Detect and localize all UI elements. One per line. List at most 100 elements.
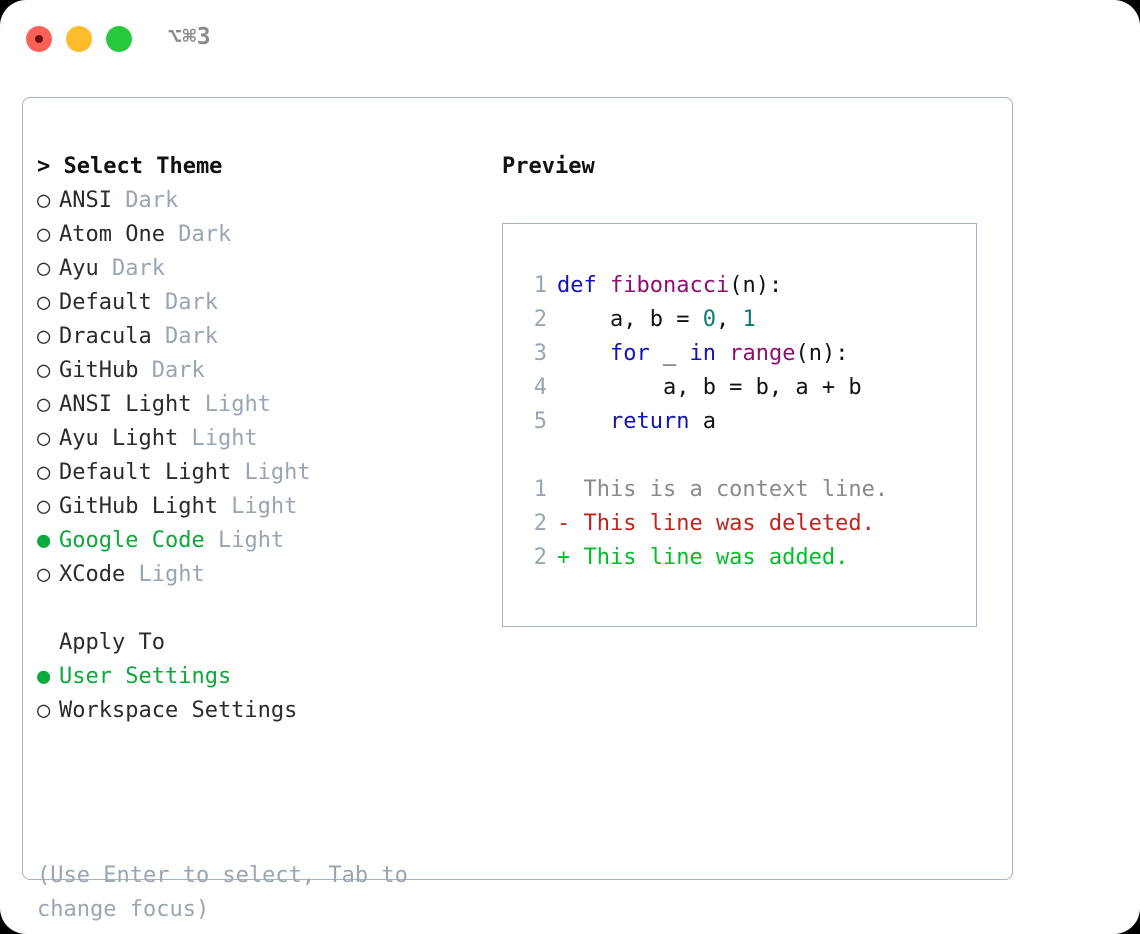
apply-to-label: Apply To xyxy=(59,630,165,655)
diff-line-add: 2 + This line was added. xyxy=(523,541,888,575)
code-token-num: 1 xyxy=(742,307,756,332)
window-titlebar: ⌥⌘3 xyxy=(0,0,1140,78)
theme-option-github-light[interactable]: ○ GitHub Light Light xyxy=(37,490,487,524)
theme-option-name: Google Code xyxy=(59,528,218,553)
theme-option-default-light[interactable]: ○ Default Light Light xyxy=(37,456,487,490)
theme-option-tag: Dark xyxy=(125,188,179,213)
code-line-number: 2 xyxy=(533,307,547,332)
theme-option-github[interactable]: ○GitHub Dark xyxy=(37,354,487,388)
theme-picker: > Select Theme ○ANSI Dark○Atom One Dark○… xyxy=(37,150,487,728)
code-token-txt: a xyxy=(689,409,716,434)
minimize-button[interactable] xyxy=(66,26,92,52)
theme-option-dracula[interactable]: ○Dracula Dark xyxy=(37,320,487,354)
apply-to-option-name: Workspace Settings xyxy=(59,698,298,723)
diff-line-text: + This line was added. xyxy=(557,545,849,570)
theme-option-name: Ayu Light xyxy=(59,426,192,451)
theme-option-ayu-light[interactable]: ○ Ayu Light Light xyxy=(37,422,487,456)
theme-option-tag: Light xyxy=(204,392,271,417)
code-line-number: 1 xyxy=(533,273,547,298)
theme-option-tag: Light xyxy=(138,562,205,587)
code-token-num: 0 xyxy=(702,307,716,332)
radio-unselected-icon: ○ xyxy=(37,426,51,451)
theme-option-tag: Light xyxy=(231,494,298,519)
theme-option-name: ANSI Light xyxy=(59,392,205,417)
theme-option-atom-one[interactable]: ○Atom One Dark xyxy=(37,218,487,252)
apply-to-option-workspace-settings[interactable]: ○Workspace Settings xyxy=(37,694,487,728)
code-token-txt: a, b = b, a + b xyxy=(557,375,862,400)
code-token-kw: for xyxy=(609,341,650,366)
code-token-fn: range xyxy=(729,341,796,366)
main-panel: > Select Theme ○ANSI Dark○Atom One Dark○… xyxy=(22,97,1013,922)
code-line: 1 def fibonacci(n): xyxy=(523,269,888,303)
radio-unselected-icon: ○ xyxy=(37,324,51,349)
theme-option-tag: Light xyxy=(191,426,258,451)
keyboard-shortcut-label: ⌥⌘3 xyxy=(168,24,212,50)
close-icon xyxy=(35,35,43,43)
theme-option-ansi-light[interactable]: ○ ANSI Light Light xyxy=(37,388,487,422)
radio-selected-icon: ● xyxy=(37,664,51,689)
diff-line-ctx: 1 This is a context line. xyxy=(523,473,888,507)
diff-line-number: 2 xyxy=(533,511,547,536)
close-button[interactable] xyxy=(26,26,52,52)
theme-option-name: Ayu xyxy=(59,256,112,281)
zoom-button[interactable] xyxy=(106,26,132,52)
theme-option-name: XCode xyxy=(59,562,139,587)
radio-unselected-icon: ○ xyxy=(37,358,51,383)
code-line: 2 a, b = 0, 1 xyxy=(523,303,888,337)
code-line: 5 return a xyxy=(523,405,888,439)
radio-unselected-icon: ○ xyxy=(37,460,51,485)
code-token-txt: (n): xyxy=(795,341,849,366)
theme-option-tag: Dark xyxy=(178,222,232,247)
code-token-txt xyxy=(557,341,610,366)
apply-to-option-list[interactable]: ● User Settings ○Workspace Settings xyxy=(37,660,487,728)
radio-unselected-icon: ○ xyxy=(37,494,51,519)
theme-option-name: Atom One xyxy=(59,222,179,247)
theme-option-tag: Dark xyxy=(164,324,218,349)
code-line: 4 a, b = b, a + b xyxy=(523,371,888,405)
theme-option-xcode[interactable]: ○XCode Light xyxy=(37,558,487,592)
radio-selected-icon: ● xyxy=(37,528,51,553)
theme-option-tag: Light xyxy=(244,460,311,485)
code-line-number: 3 xyxy=(533,341,547,366)
radio-unselected-icon: ○ xyxy=(37,188,51,213)
theme-option-list[interactable]: ○ANSI Dark○Atom One Dark○Ayu Dark○Defaul… xyxy=(37,184,487,592)
apply-to-option-name: User Settings xyxy=(59,664,232,689)
theme-option-tag: Dark xyxy=(111,256,165,281)
diff-line-number: 2 xyxy=(533,545,547,570)
code-token-txt: , xyxy=(715,307,743,332)
code-token-kw: def xyxy=(557,273,610,298)
code-token-txt xyxy=(557,409,610,434)
theme-option-ansi[interactable]: ○ ANSI Dark xyxy=(37,184,487,218)
radio-unselected-icon: ○ xyxy=(37,392,51,417)
radio-unselected-icon: ○ xyxy=(37,256,51,281)
theme-option-default[interactable]: ○ Default Dark xyxy=(37,286,487,320)
preview-title: Preview xyxy=(502,154,595,179)
theme-option-tag: Light xyxy=(217,528,285,553)
theme-option-name: GitHub Light xyxy=(59,494,232,519)
radio-unselected-icon: ○ xyxy=(37,290,51,315)
theme-option-name: Default Light xyxy=(59,460,245,485)
page-title: > Select Theme xyxy=(37,154,223,179)
code-token-fn: fibonacci xyxy=(609,273,730,298)
code-token-txt: (n): xyxy=(729,273,783,298)
theme-option-tag: Dark xyxy=(164,290,218,315)
code-token-kw: in xyxy=(689,341,716,366)
diff-line-text: This is a context line. xyxy=(557,477,889,502)
code-token-txt: _ xyxy=(649,341,690,366)
code-line: 3 for _ in range(n): xyxy=(523,337,888,371)
diff-line-number: 1 xyxy=(533,477,547,502)
diff-line-del: 2- This line was deleted. xyxy=(523,507,888,541)
theme-option-ayu[interactable]: ○ Ayu Dark xyxy=(37,252,487,286)
code-line-number: 5 xyxy=(533,409,547,434)
theme-option-name: ANSI xyxy=(59,188,126,213)
theme-option-google-code[interactable]: ● Google Code Light xyxy=(37,524,487,558)
help-text: (Use Enter to select, Tab to change focu… xyxy=(37,863,408,922)
theme-option-tag: Dark xyxy=(151,358,205,383)
code-token-txt: a, b = xyxy=(557,307,703,332)
theme-option-name: Default xyxy=(59,290,165,315)
apply-to-option-user-settings[interactable]: ● User Settings xyxy=(37,660,487,694)
